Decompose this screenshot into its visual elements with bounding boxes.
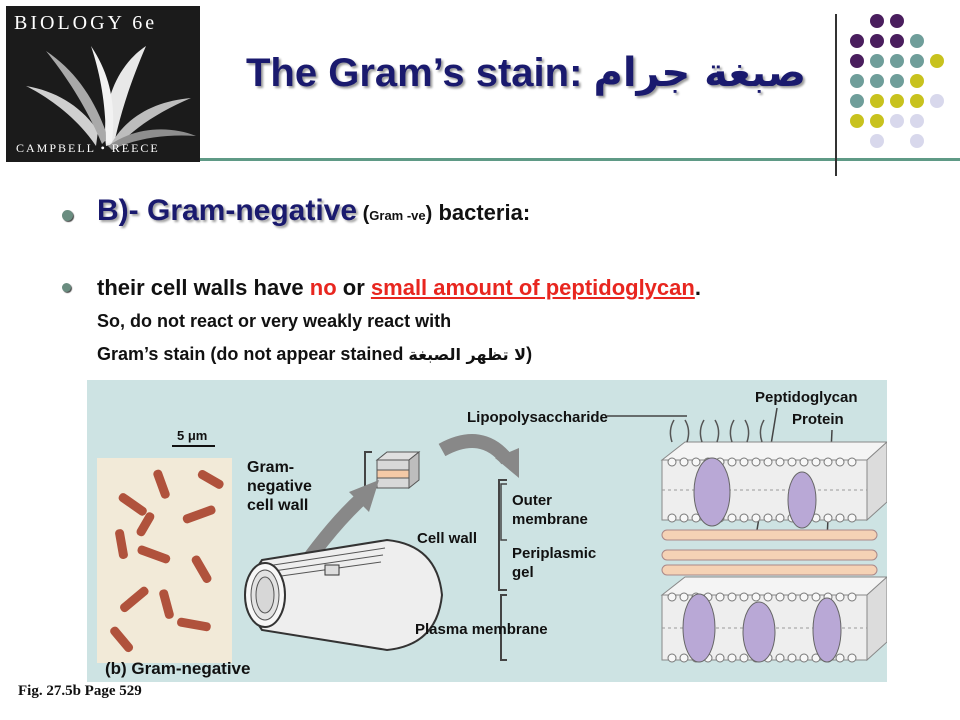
decorative-dots (842, 14, 960, 164)
text-grams-stain: Gram’s stain (do not appear stained (97, 344, 409, 364)
text-do-not-react: So, do not react or very weakly react wi… (97, 311, 452, 331)
vertical-divider (835, 14, 837, 176)
dot (850, 54, 864, 68)
dot (930, 94, 944, 108)
dot (870, 134, 884, 148)
book-logo: BIOLOGY 6e CAMPBELL • REECE (6, 6, 200, 162)
text-period: . (694, 275, 701, 300)
dot (870, 114, 884, 128)
text-cell-walls: their cell walls have (97, 275, 310, 300)
dot (850, 114, 864, 128)
dot (890, 54, 904, 68)
bacteria-rods (110, 469, 224, 653)
dot (910, 114, 924, 128)
dot (910, 54, 924, 68)
gram-negative-figure: 5 μm Gram- negative cell wall (87, 380, 889, 682)
panel-label: (b) Gram-negative (105, 659, 250, 678)
dot (910, 74, 924, 88)
membrane-detail (660, 419, 889, 663)
lipopolysaccharide-label: Lipopolysaccharide (467, 409, 608, 426)
text-or: or (336, 275, 371, 300)
wall-section-block (375, 450, 421, 490)
logo-title: BIOLOGY 6e (14, 12, 158, 34)
dot (850, 94, 864, 108)
bullet-dot (62, 283, 71, 292)
dot (930, 54, 944, 68)
text-arabic-no-stain: لا تظهر الصبغة (408, 345, 527, 364)
scale-label: 5 μm (177, 428, 207, 443)
leaf-illustration (26, 46, 196, 150)
dot (870, 54, 884, 68)
dot (870, 74, 884, 88)
arrow-to-detail (438, 434, 513, 465)
text-close-paren: ) (526, 344, 533, 364)
dot (870, 14, 884, 28)
gram-negative-cell-wall-label: Gram- negative cell wall (247, 459, 316, 514)
dot (890, 114, 904, 128)
periplasmic-gel-label: Periplasmic gel (512, 545, 600, 581)
dot (910, 94, 924, 108)
dot (870, 94, 884, 108)
text-small-amount-peptidoglycan: small amount of peptidoglycan (370, 275, 695, 300)
plasma-membrane-label: Plasma membrane (415, 621, 548, 638)
peptidoglycan-label: Peptidoglycan (755, 389, 858, 406)
title-underline (200, 158, 960, 161)
bullet-gram-negative: B)- Gram-negative (Gram -ve) bacteria: (97, 194, 530, 228)
dot (890, 14, 904, 28)
gram-ve-abbrev: Gram -ve (369, 208, 426, 223)
paren-close: ) (425, 203, 433, 225)
bacterial-cell (244, 538, 444, 652)
outer-membrane-label: Outer membrane (512, 492, 588, 528)
dot (890, 74, 904, 88)
dot (850, 74, 864, 88)
paren-open: ( (357, 203, 370, 225)
dot (870, 34, 884, 48)
figure-caption: Fig. 27.5b Page 529 (18, 683, 142, 699)
bullet-dot (62, 210, 73, 221)
logo-authors: CAMPBELL • REECE (16, 141, 160, 155)
title-arabic: صبغة جرام (593, 50, 806, 96)
cell-wall-diagram: 5 μm Gram- negative cell wall (97, 389, 889, 678)
dot (850, 34, 864, 48)
dot (910, 134, 924, 148)
gram-negative-heading: B)- Gram-negative (97, 194, 358, 227)
text-no: no (309, 275, 337, 300)
dot (890, 94, 904, 108)
slide-title: The Gram’s stain: صبغة جرام (246, 50, 806, 96)
cell-wall-label: Cell wall (417, 530, 477, 547)
title-english: The Gram’s stain: (246, 51, 594, 95)
dot (910, 34, 924, 48)
bullet-cell-walls: their cell walls have no or small amount… (97, 272, 717, 371)
bacteria-text: bacteria: (432, 200, 531, 225)
dot (890, 34, 904, 48)
protein-label: Protein (792, 411, 844, 428)
